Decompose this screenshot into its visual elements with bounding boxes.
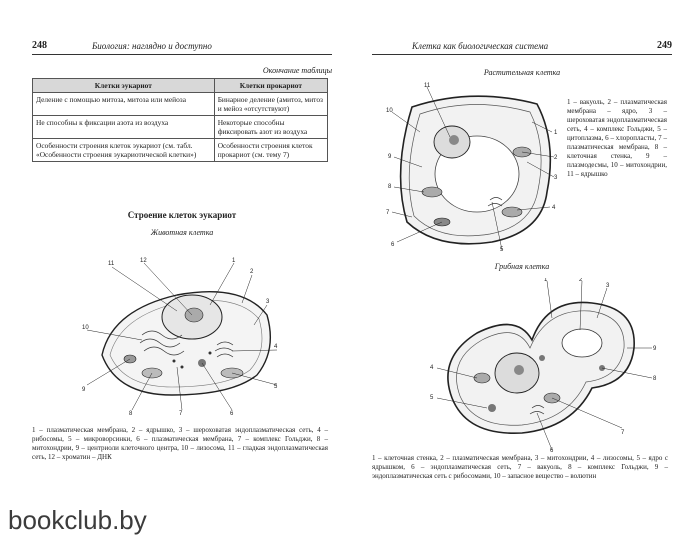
fungal-cell-diagram: 1 2 3 4 5 6 7 8 9 bbox=[430, 278, 657, 453]
figure-label: 1 bbox=[554, 130, 558, 136]
left-page: 248 Биология: наглядно и доступно Оконча… bbox=[32, 40, 332, 500]
figure-legend: 1 – клеточная стенка, 2 – плазматическая… bbox=[372, 454, 668, 480]
table-header: Клетки эукариот bbox=[32, 78, 215, 93]
figure-legend: 1 – вакуоль, 2 – плазматическая мембрана… bbox=[567, 98, 667, 178]
figure-legend: 1 – плазматическая мембрана, 2 – ядрышко… bbox=[32, 426, 328, 461]
figure-title: Грибная клетка bbox=[494, 262, 550, 271]
figure-label: 1 bbox=[232, 258, 236, 264]
running-title: Биология: наглядно и доступно bbox=[92, 41, 212, 51]
figure-label: 7 bbox=[179, 411, 183, 415]
figure-label: 1 bbox=[544, 278, 548, 283]
figure-label: 6 bbox=[391, 242, 395, 248]
figure-label: 3 bbox=[606, 283, 610, 289]
figure-label: 12 bbox=[140, 258, 147, 264]
table-cell: Некоторые способны фиксировать азот из в… bbox=[213, 115, 329, 139]
table-row: Особенности строения клеток эукариот (см… bbox=[32, 138, 329, 162]
figure-label: 9 bbox=[82, 387, 86, 393]
figure-label: 8 bbox=[653, 376, 657, 382]
table-cell: Особенности строения клеток эукариот (см… bbox=[32, 138, 215, 162]
figure-label: 5 bbox=[500, 247, 504, 252]
page-number: 248 bbox=[32, 40, 47, 51]
figure-label: 4 bbox=[274, 344, 278, 350]
figure-label: 4 bbox=[552, 205, 556, 211]
section-title: Строение клеток эукариот bbox=[127, 210, 237, 220]
figure-label: 2 bbox=[250, 269, 254, 275]
table-cell: Деление с помощью митоза, митоза или мей… bbox=[32, 92, 215, 116]
table-row: Не способны к фиксации азота из воздуха … bbox=[32, 115, 329, 139]
figure-label: 3 bbox=[266, 299, 270, 305]
figure-label: 9 bbox=[388, 154, 392, 160]
figure-label: 3 bbox=[554, 175, 558, 181]
figure-label: 5 bbox=[274, 384, 278, 390]
running-title: Клетка как биологическая система bbox=[412, 41, 549, 51]
figure-label: 11 bbox=[108, 261, 115, 267]
figure-label: 7 bbox=[386, 210, 390, 216]
running-header: Клетка как биологическая система 249 bbox=[372, 40, 672, 55]
figure-title: Растительная клетка bbox=[483, 68, 561, 77]
figure-label: 11 bbox=[424, 83, 431, 89]
figure-label: 7 bbox=[621, 430, 625, 436]
table-header: Клетки прокариот bbox=[213, 78, 329, 93]
animal-cell-diagram: 11 12 1 2 3 4 5 6 7 8 9 10 bbox=[82, 258, 278, 415]
table-cell: Не способны к фиксации азота из воздуха bbox=[32, 115, 215, 139]
figure-label: 10 bbox=[386, 108, 393, 114]
figure-label: 5 bbox=[430, 395, 434, 401]
figure-label: 6 bbox=[550, 448, 554, 453]
figure-title: Животная клетка bbox=[150, 228, 214, 237]
running-header: 248 Биология: наглядно и доступно bbox=[32, 40, 332, 55]
figure-label: 8 bbox=[129, 411, 133, 415]
table-cell: Бинарное деление (амитоз, митоз и мейоз … bbox=[213, 92, 329, 116]
table-row: Деление с помощью митоза, митоза или мей… bbox=[32, 92, 329, 116]
table-cell: Особенности строения клеток прокариот (с… bbox=[213, 138, 329, 162]
watermark-logo: bookclub.by bbox=[8, 505, 147, 535]
figure-label: 4 bbox=[430, 365, 434, 371]
page-number: 249 bbox=[657, 40, 672, 51]
figure-label: 6 bbox=[230, 411, 234, 415]
figure-label: 9 bbox=[653, 346, 657, 352]
figure-label: 8 bbox=[388, 184, 392, 190]
figure-label: 2 bbox=[579, 278, 583, 283]
comparison-table: Клетки эукариот Клетки прокариот Деление… bbox=[32, 78, 329, 162]
figure-label: 10 bbox=[82, 325, 89, 331]
plant-cell-diagram: 11 10 9 8 7 6 5 1 2 3 4 bbox=[386, 83, 558, 252]
right-page: Клетка как биологическая система 249 Рас… bbox=[372, 40, 672, 500]
table-caption: Окончание таблицы bbox=[262, 66, 332, 75]
figure-label: 2 bbox=[554, 155, 558, 161]
